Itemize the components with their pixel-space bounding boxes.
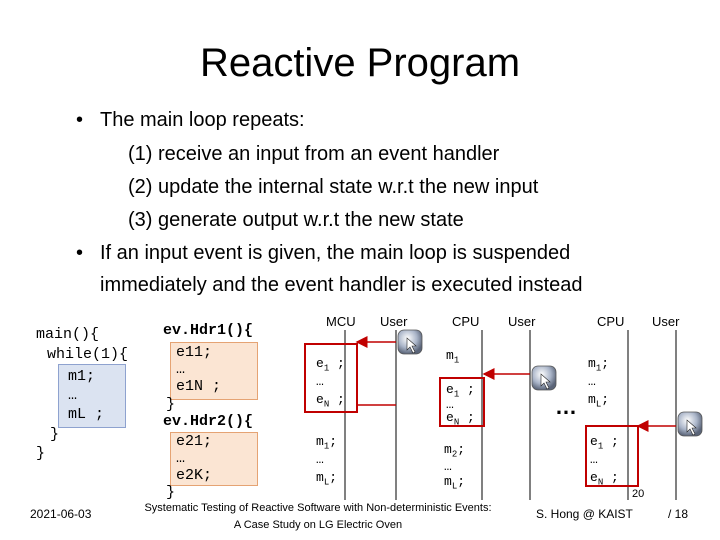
step-2: (2) update the internal state w.r.t the … <box>128 176 539 198</box>
d1-mL: mL; <box>316 470 338 488</box>
code-hdr2-ellipsis: … <box>176 450 186 467</box>
d1-eN: eN ; <box>316 392 345 410</box>
main-loop-body-box <box>58 364 126 428</box>
bullet-2-line1: If an input event is given, the main loo… <box>100 242 571 264</box>
code-e21: e21; <box>176 433 213 450</box>
footer-date: 2021-06-03 <box>30 507 92 521</box>
code-ellipsis: … <box>68 387 78 404</box>
d2-bottom-ellipsis: … <box>444 459 452 474</box>
code-e1N: e1N ; <box>176 378 222 395</box>
bullet-1-text: The main loop repeats: <box>100 109 305 131</box>
footer-slide-number: 20 <box>632 488 645 500</box>
code-hdr1-sig: ev.Hdr1(){ <box>163 322 254 339</box>
footer-caption-line2: A Case Study on LG Electric Oven <box>233 519 403 531</box>
d3-top-ellipsis: … <box>588 374 596 389</box>
code-e11: e11; <box>176 344 213 361</box>
d3-m1: m1; <box>588 356 610 374</box>
d1-header-mcu: MCU <box>326 314 356 329</box>
d1-top-ellipsis: … <box>316 374 324 389</box>
d1-m1: m1; <box>316 434 338 452</box>
d2-e1: e1 ; <box>446 382 475 400</box>
bullet-dot-2: • <box>76 242 84 264</box>
bullet-2-line2: immediately and the event handler is exe… <box>100 274 583 296</box>
d2-header-cpu: CPU <box>452 314 480 329</box>
d2-header-user: User <box>508 314 536 329</box>
d2-eN: eN ; <box>446 410 475 428</box>
footer-author: S. Hong @ KAIST <box>536 507 633 521</box>
d3-e1: e1 ; <box>590 434 619 452</box>
diagram-gap-ellipsis: … <box>555 394 577 419</box>
code-hdr1-close: } <box>166 396 176 413</box>
code-m1: m1; <box>68 368 96 385</box>
slide-title: Reactive Program <box>199 41 521 85</box>
d3-header-cpu: CPU <box>597 314 625 329</box>
code-close-outer: } <box>36 445 46 462</box>
d3-header-user: User <box>652 314 680 329</box>
d3-eN: eN ; <box>590 470 619 488</box>
code-while: while(1){ <box>47 346 129 363</box>
d1-bottom-ellipsis: … <box>316 452 324 467</box>
d2-m2: m2; <box>444 442 466 460</box>
d2-m1: m1 <box>446 348 460 366</box>
code-hdr2-sig: ev.Hdr2(){ <box>163 413 254 430</box>
hdr2-body-box <box>170 432 258 486</box>
d2-user-icon <box>531 365 557 391</box>
code-hdr1-ellipsis: … <box>176 361 186 378</box>
code-e2K: e2K; <box>176 467 213 484</box>
d2-mL: mL; <box>444 474 466 492</box>
d3-bottom-ellipsis: … <box>590 452 598 467</box>
footer-total: / 18 <box>668 507 689 521</box>
code-mL: mL ; <box>68 406 105 423</box>
code-close-inner: } <box>50 426 60 443</box>
step-1: (1) receive an input from an event handl… <box>128 143 500 165</box>
d1-user-icon <box>397 329 423 355</box>
bullet-dot-1: • <box>76 109 84 131</box>
d2-event-box <box>439 377 485 427</box>
footer-caption-line1: Systematic Testing of Reactive Software … <box>144 502 492 514</box>
d3-event-box <box>585 425 639 487</box>
d2-mid-ellipsis: … <box>446 397 454 412</box>
d1-event-box <box>304 343 358 413</box>
d1-e1: e1 ; <box>316 356 345 374</box>
code-main-sig: main(){ <box>36 326 100 343</box>
d3-user-icon <box>677 411 703 437</box>
d1-header-user: User <box>380 314 408 329</box>
hdr1-body-box <box>170 342 258 400</box>
d3-mL: mL; <box>588 392 610 410</box>
code-hdr2-close: } <box>166 484 176 501</box>
step-3: (3) generate output w.r.t the new state <box>128 209 464 231</box>
